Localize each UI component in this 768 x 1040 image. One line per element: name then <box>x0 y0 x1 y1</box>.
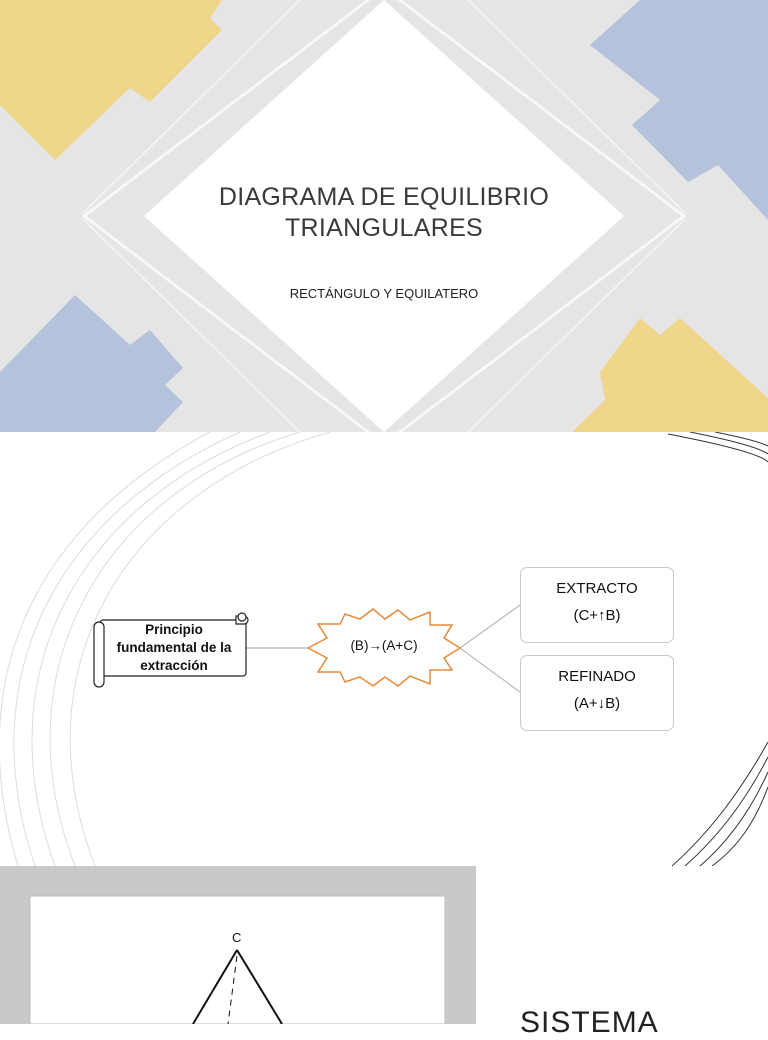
decorative-arcs-left <box>0 432 331 866</box>
connector-star-to-raffinate <box>459 647 521 693</box>
blue-shape-bottom-left <box>0 295 183 432</box>
starburst-label: (B)→(A+C) <box>350 638 418 653</box>
scroll-label: Principio fundamental de la extracción <box>104 621 244 675</box>
decorative-arcs-right <box>667 432 768 866</box>
system-slide-background <box>0 866 476 1024</box>
system-heading: SISTEMA <box>520 1006 659 1039</box>
triangle-diagram <box>192 949 283 1024</box>
outer-diamond-outline <box>81 0 687 432</box>
title-slide: DIAGRAMA DE EQUILIBRIO TRIANGULARES RECT… <box>0 0 768 432</box>
system-slide: C <box>0 866 768 1024</box>
triangle-vertex-label: C <box>232 930 242 945</box>
starburst-shape <box>306 608 462 687</box>
raffinate-title: REFINADO <box>558 668 636 685</box>
diagram-slide: Principio fundamental de la extracción (… <box>0 432 768 866</box>
slide-title: DIAGRAMA DE EQUILIBRIO TRIANGULARES <box>0 182 768 244</box>
white-figure-area <box>29 895 446 1024</box>
extract-formula: (C+↑B) <box>573 607 621 624</box>
raffinate-box: REFINADO (A+↓B) <box>520 655 674 731</box>
slide-title-line-1: DIAGRAMA DE EQUILIBRIO <box>218 183 550 211</box>
center-diamond <box>144 0 624 432</box>
yellow-shape-top-left <box>0 0 222 160</box>
scroll-label-line-1: Principio <box>145 622 203 637</box>
raffinate-formula: (A+↓B) <box>573 695 621 712</box>
blue-shape-top-right <box>590 0 768 220</box>
scroll-label-line-3: extracción <box>140 658 208 673</box>
yellow-shape-bottom-right <box>572 318 768 432</box>
scroll-label-line-2: fundamental de la <box>116 640 232 655</box>
extract-title: EXTRACTO <box>556 580 638 597</box>
diagram-slide-background <box>0 432 768 866</box>
slide-subtitle: RECTÁNGULO Y EQUILATERO <box>289 286 479 301</box>
extract-box: EXTRACTO (C+↑B) <box>520 567 674 643</box>
scroll-shape <box>93 612 249 688</box>
connector-star-to-extract <box>459 604 521 649</box>
slide-title-line-2: TRIANGULARES <box>284 214 484 242</box>
title-slide-background <box>0 0 768 432</box>
